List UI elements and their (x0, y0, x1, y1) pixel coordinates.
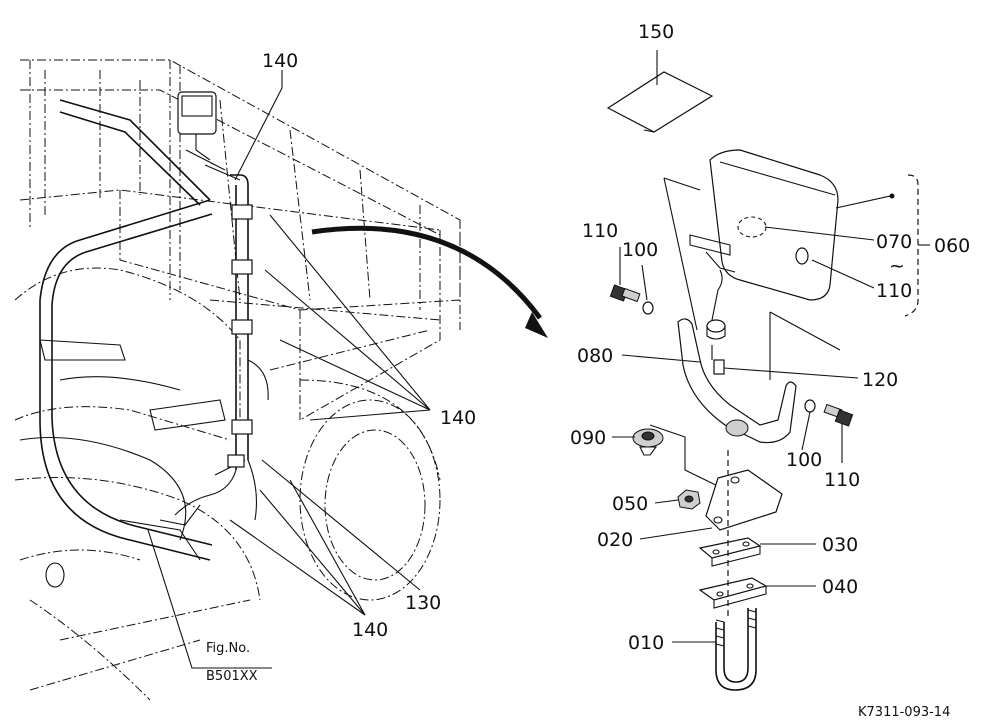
callout-100-bot: 100 (786, 449, 822, 471)
callout-110-bot: 110 (824, 469, 860, 491)
callout-tilde: ~ (889, 255, 905, 277)
lamp-assembly (606, 50, 930, 691)
callout-030: 030 (822, 534, 858, 556)
callout-060: 060 (934, 235, 970, 257)
callout-120: 120 (862, 369, 898, 391)
drawing-code: K7311-093-14 (858, 705, 950, 720)
detail-arrow (311, 225, 548, 338)
vehicle-illustration (14, 59, 461, 701)
callout-090: 090 (570, 427, 606, 449)
callout-070: 070 (876, 231, 912, 253)
callout-020: 020 (597, 529, 633, 551)
callout-labels: 140 140 130 140 150 110 100 070 ~ 110 06… (206, 21, 970, 720)
leader-lines-left (147, 70, 431, 669)
fig-no-value: B501XX (206, 669, 258, 684)
callout-110-top: 110 (582, 220, 618, 242)
callout-130: 130 (405, 592, 441, 614)
callout-140-mid: 140 (440, 407, 476, 429)
callout-080: 080 (577, 345, 613, 367)
callout-050: 050 (612, 493, 648, 515)
callout-110-right: 110 (876, 280, 912, 302)
callout-150: 150 (638, 21, 674, 43)
callout-010: 010 (628, 632, 664, 654)
callout-140-bot: 140 (352, 619, 388, 641)
fig-no-label: Fig.No. (206, 641, 250, 656)
callout-100-top: 100 (622, 239, 658, 261)
callout-040: 040 (822, 576, 858, 598)
callout-140-top: 140 (262, 50, 298, 72)
